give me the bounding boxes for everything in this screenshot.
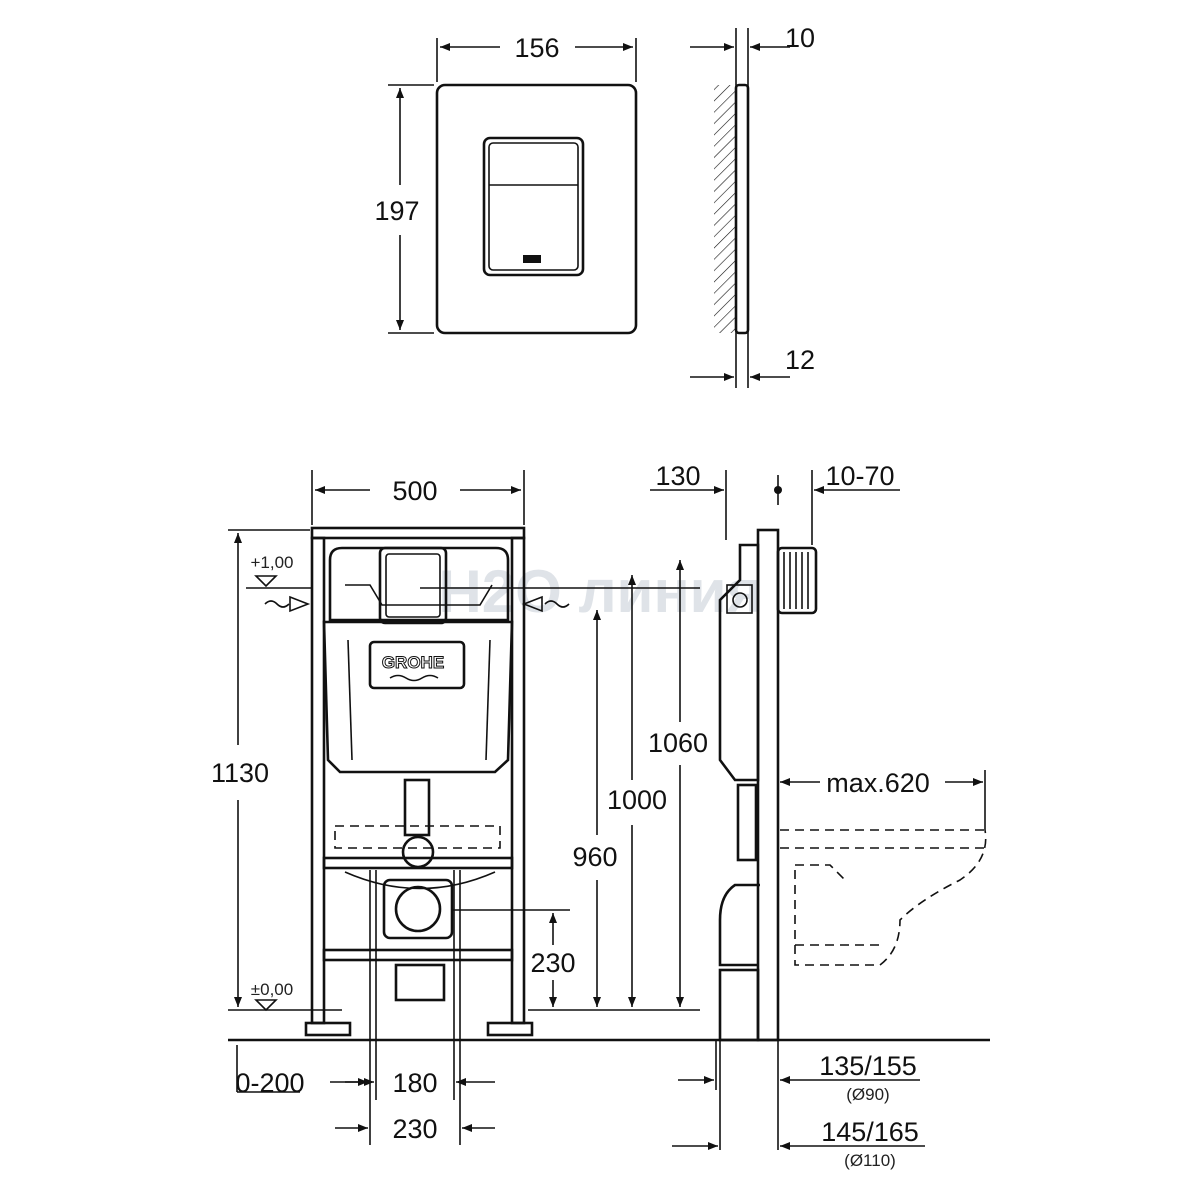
level-top: +1,00 (250, 553, 293, 572)
dim-offset-range: 0-200 (235, 1068, 304, 1098)
dim-side-110: 145/165 (821, 1117, 919, 1147)
dim-bowl-max: max.620 (826, 768, 930, 798)
dim-drain-height: 230 (530, 948, 575, 978)
dim-total-height: 1130 (211, 758, 269, 788)
dim-plate-width: 156 (514, 33, 559, 63)
dim-height-960: 960 (572, 842, 617, 872)
frame-front-view: 500 GROHE 1130 +1,00 ±0,00 (211, 470, 708, 1145)
dim-side-90-note: (Ø90) (846, 1085, 889, 1104)
dim-side-110-note: (Ø110) (844, 1151, 896, 1170)
dim-bolt-spacing: 180 (392, 1068, 437, 1098)
frame-side-view: 130 10-70 max.620 135/155 (Ø90) 145/165 … (650, 461, 990, 1170)
flush-plate-front-view: 156 197 (374, 33, 638, 335)
watermark: H2O линия (438, 558, 761, 625)
dim-plate-thickness-bottom: 12 (785, 345, 815, 375)
dim-drain-width: 230 (392, 1114, 437, 1144)
level-floor: ±0,00 (251, 980, 293, 999)
dim-adjust-range: 10-70 (825, 461, 894, 491)
dim-plate-thickness-top: 10 (785, 23, 815, 53)
dim-plate-height: 197 (374, 196, 419, 226)
dim-side-depth: 130 (655, 461, 700, 491)
dim-height-1060: 1060 (648, 728, 708, 758)
flush-plate-side-view: 10 12 (690, 23, 815, 388)
dim-side-90: 135/155 (819, 1051, 917, 1081)
dim-height-1000: 1000 (607, 785, 667, 815)
dim-frame-width: 500 (392, 476, 437, 506)
grohe-logo: GROHE (382, 653, 444, 672)
